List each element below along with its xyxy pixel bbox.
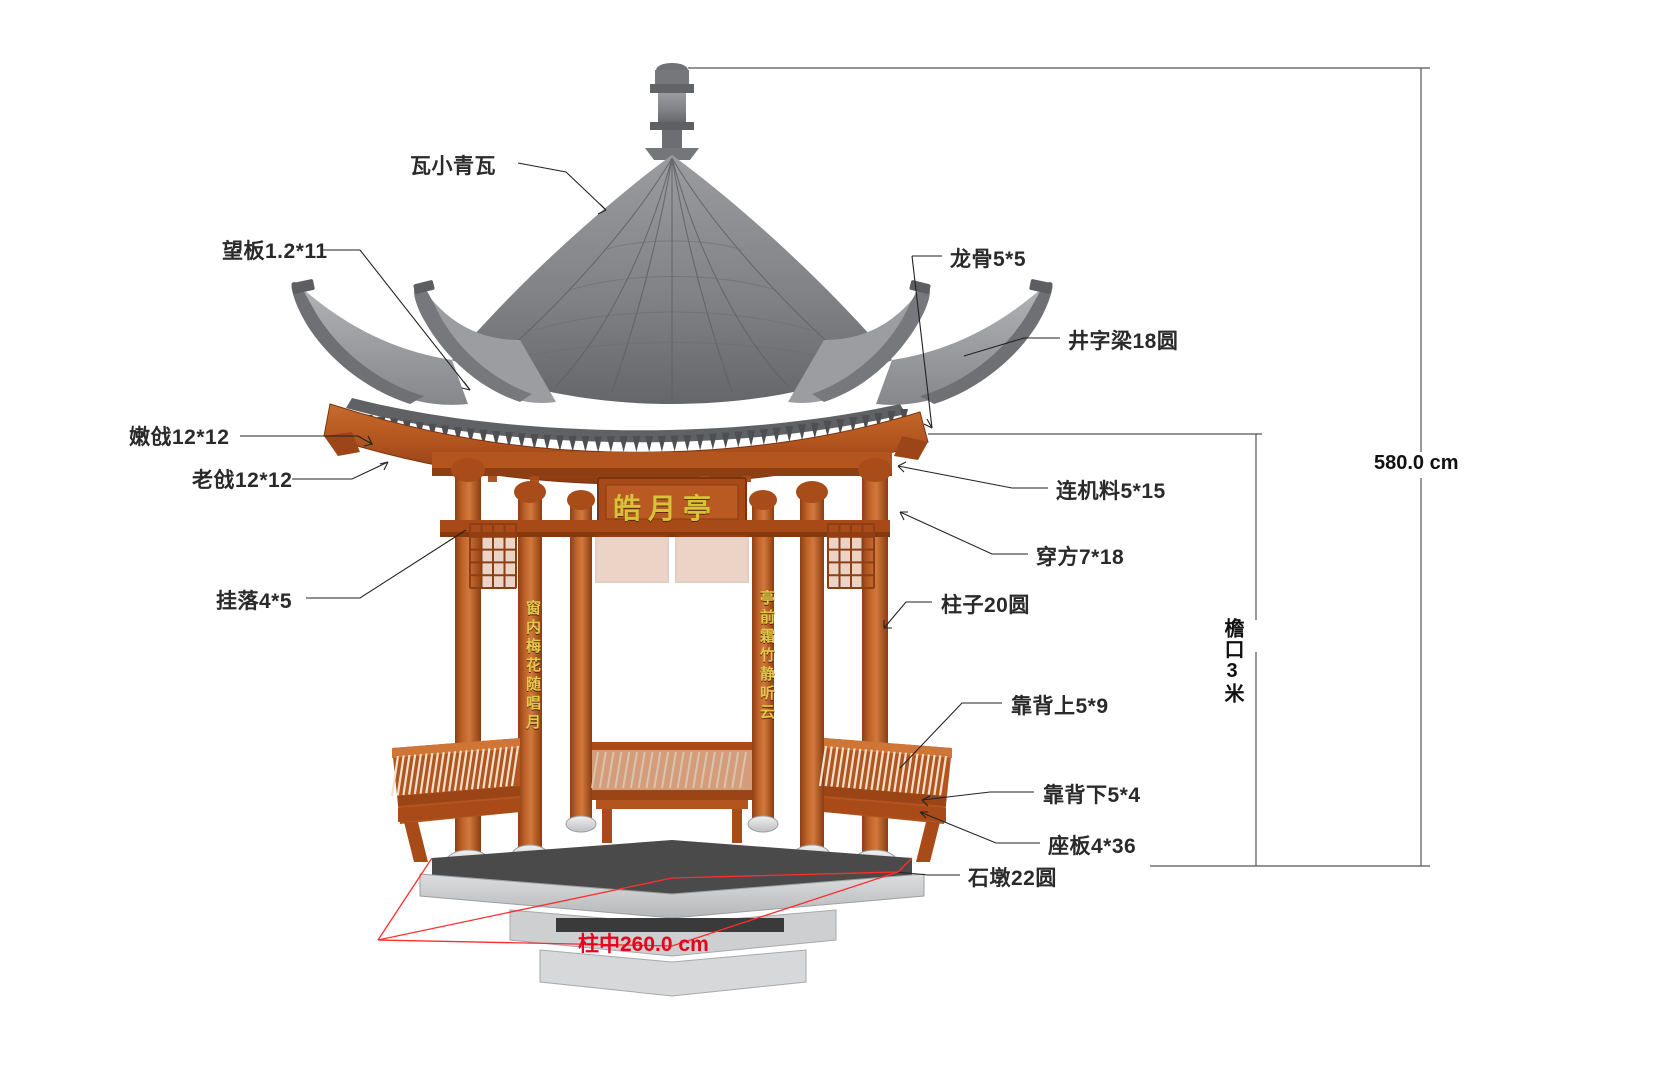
overall-height-dimension: 580.0 cm: [1374, 452, 1459, 474]
annotation-chuanfang: 穿方7*18: [1036, 546, 1125, 569]
name-plaque: [597, 477, 747, 527]
annotation-sheathing: 望板1.2*11: [222, 240, 328, 263]
annotation-seatboard: 座板4*36: [1048, 835, 1137, 858]
annotation-guiluo: 挂落4*5: [216, 590, 293, 613]
annotation-tile: 瓦小青瓦: [410, 155, 496, 178]
roof-finial: [645, 63, 699, 160]
annotation-purlin: 龙骨5*5: [950, 248, 1027, 271]
fret-panels: [469, 523, 875, 589]
roof-surface: [291, 155, 1053, 453]
bench-left: [390, 738, 520, 862]
plaque-title: 皓月亭: [613, 492, 719, 525]
couplet-right: 亭前霜竹静听云: [758, 590, 776, 723]
annotation-young-rafter: 嫩戗12*12: [129, 426, 230, 449]
upper-beam-band: [432, 452, 892, 476]
annotation-backrest-up: 靠背上5*9: [1011, 695, 1109, 718]
annotation-old-rafter: 老戗12*12: [192, 469, 293, 492]
couplet-left: 窗内梅花随唱月: [524, 600, 542, 733]
annotation-backrest-dn: 靠背下5*4: [1043, 784, 1141, 807]
bench-center: [591, 742, 752, 843]
bench-right: [818, 738, 952, 862]
annotation-lianjiliao: 连机料5*15: [1056, 480, 1166, 503]
annotation-column: 柱子20圆: [941, 594, 1030, 617]
eave-height-dimension: 檐口3米: [1221, 618, 1243, 704]
annotation-stone-base: 石墩22圆: [968, 867, 1057, 890]
platform: [419, 840, 925, 997]
annotation-beam: 井字梁18圆: [1068, 330, 1179, 353]
column-capitals: [451, 458, 892, 510]
tie-beams: [440, 520, 890, 537]
column-span-dimension: 柱中260.0 cm: [578, 933, 709, 956]
